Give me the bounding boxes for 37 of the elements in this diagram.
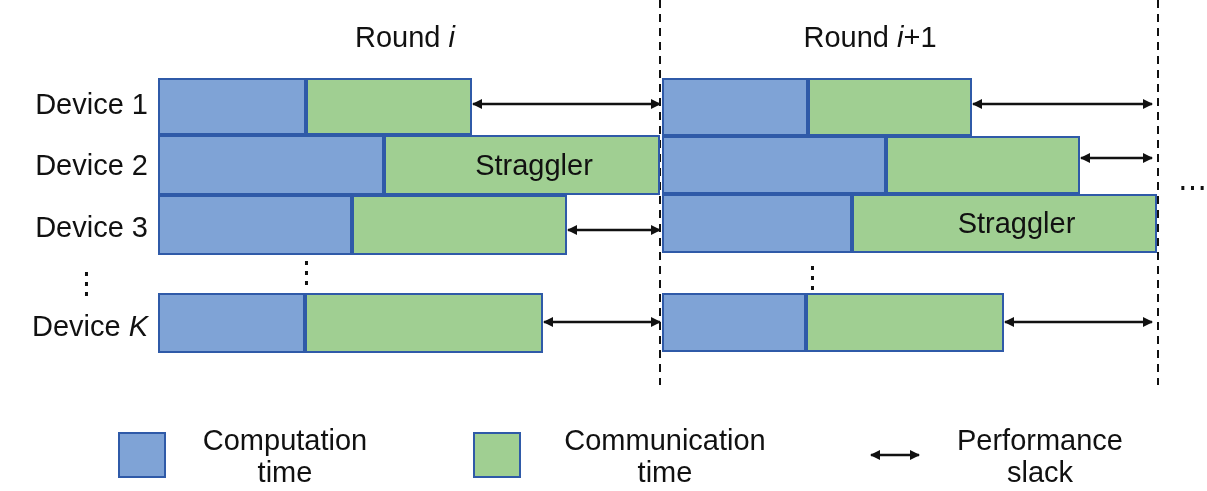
bar-label: Straggler [474,150,593,180]
vertical-ellipsis: ⋮ [797,262,827,292]
device-label: Device 1 [35,89,148,119]
vertical-ellipsis: ⋮ [71,268,101,298]
slack-arrow [972,99,1153,109]
legend-label: Performance slack [956,424,1124,488]
device-label: Device K [31,311,148,341]
communication-bar [305,293,543,353]
slack-arrow [1004,317,1153,327]
vertical-ellipsis: ⋮ [291,257,321,287]
computation-bar [158,78,306,135]
slack-arrow [472,99,661,109]
communication-bar [306,78,472,135]
communication-bar [852,194,1157,253]
device-label: Device 3 [35,212,148,242]
round-title: Round i [355,22,455,52]
legend-label: Computation time [201,424,369,488]
computation-bar [158,195,352,255]
computation-bar [662,78,808,136]
computation-bar [662,194,852,253]
bar-label: Straggler [956,209,1076,238]
slack-arrow [1080,153,1153,163]
communication-bar [806,293,1004,352]
round-title: Round i+1 [803,22,937,52]
device-label: Device 2 [35,150,148,180]
communication-bar [352,195,567,255]
legend-label: Communication time [563,424,767,488]
slack-arrow [543,317,661,327]
computation-bar [158,293,305,353]
communication-bar [886,136,1080,194]
computation-bar [662,293,806,352]
communication-bar [808,78,972,136]
ellipsis: ⋯ [1177,172,1207,202]
computation-bar [158,135,384,195]
computation-bar [662,136,886,194]
slack-arrow [567,225,661,235]
communication-bar [384,135,660,195]
